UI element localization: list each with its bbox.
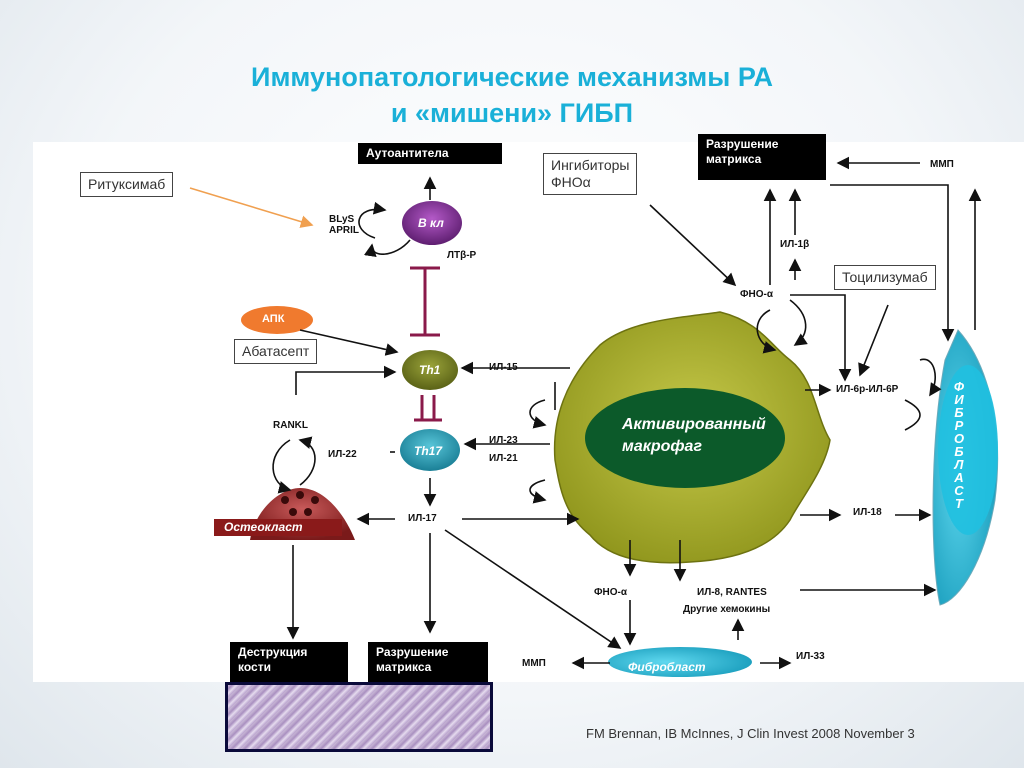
label-mmp-top: ММП <box>930 159 954 170</box>
fibroblast-letter: Р <box>954 418 964 433</box>
fibroblast-letter: А <box>954 470 964 485</box>
box-bone-destruction-line1: Деструкция <box>238 645 308 659</box>
osteoclast-label: Остеокласт <box>224 520 303 534</box>
fibroblast-small-label: Фибробласт <box>628 660 706 674</box>
label-il33: ИЛ-33 <box>796 651 825 662</box>
fibroblast-letter: И <box>954 392 964 407</box>
label-il21: ИЛ-21 <box>489 453 518 464</box>
drug-abatacept: Абатасепт <box>234 339 318 364</box>
drug-tnf-inhibitors-line1: Ингибиторы <box>551 157 630 173</box>
apc-label: АПК <box>262 313 285 325</box>
label-tnfa-top: ФНО-α <box>740 289 774 300</box>
fibroblast-letter: С <box>954 483 964 498</box>
macrophage-label: Активированный макрофаг <box>622 414 766 458</box>
box-matrix-destruction-top: Разрушение матрикса <box>698 134 826 180</box>
diagram-panel <box>33 142 1024 682</box>
title-line-1: Иммунопатологические механизмы РА <box>251 62 773 92</box>
fibroblast-letter: О <box>953 431 965 446</box>
drug-rituximab: Ритуксимаб <box>80 172 174 197</box>
fibroblast-letter: Ф <box>953 379 965 394</box>
label-il15: ИЛ-15 <box>489 362 518 373</box>
th17-label: Th17 <box>414 444 443 458</box>
tissue-micrograph <box>225 682 493 752</box>
b-cell-shape <box>402 201 462 245</box>
label-il18: ИЛ-18 <box>853 507 882 518</box>
label-il6: ИЛ-6р-ИЛ-6Р <box>836 384 899 395</box>
box-matrix-destruction-top-line2: матрикса <box>706 152 762 166</box>
macrophage-core <box>585 388 785 488</box>
box-matrix-destruction-bottom: Разрушение матрикса <box>368 642 488 684</box>
fibroblast-small-shape <box>608 647 752 677</box>
label-il8-rantes: ИЛ-8, RANTES <box>697 587 767 598</box>
fibroblast-letter: Б <box>954 444 964 459</box>
th1-cell-shape <box>402 350 458 390</box>
apc-shape <box>241 306 313 334</box>
drug-tnf-inhibitors: Ингибиторы ФНОα <box>543 153 638 195</box>
label-chemokines: Другие хемокины <box>683 604 771 615</box>
box-bone-destruction-line2: кости <box>238 660 271 674</box>
th17-cell-shape <box>400 429 460 471</box>
fibroblast-letter: Б <box>954 405 964 420</box>
label-mmp-bottom: ММП <box>522 658 546 669</box>
box-matrix-destruction-top-line1: Разрушение <box>706 137 779 151</box>
label-april: APRIL <box>329 225 359 236</box>
box-matrix-destruction-bottom-line2: матрикса <box>376 660 432 674</box>
label-blys: BLyS <box>329 214 355 225</box>
fibroblast-letter: Т <box>955 496 963 511</box>
label-il1b: ИЛ-1β <box>780 239 810 250</box>
fibroblast-large-label: Ф И Б Р О Б Л А С Т <box>950 380 968 510</box>
box-matrix-destruction-bottom-line1: Разрушение <box>376 645 449 659</box>
fibroblast-nucleus <box>938 365 998 535</box>
label-ltb-r: ЛТβ-Р <box>447 250 477 261</box>
label-il17: ИЛ-17 <box>408 513 437 524</box>
citation: FM Brennan, IB McInnes, J Clin Invest 20… <box>586 726 915 741</box>
macrophage-label-line1: Активированный <box>622 416 766 433</box>
box-bone-destruction: Деструкция кости <box>230 642 348 686</box>
fibroblast-letter: Л <box>954 457 964 472</box>
label-il23: ИЛ-23 <box>489 435 518 446</box>
macrophage-label-line2: макрофаг <box>622 438 702 455</box>
label-rankl: RANKL <box>273 420 308 431</box>
label-il22: ИЛ-22 <box>328 449 357 460</box>
osteoclast-label-bg <box>214 519 342 536</box>
th1-label: Th1 <box>419 363 441 377</box>
box-autoantibodies: Аутоантитела <box>358 143 502 164</box>
b-cell-label: B кл <box>418 216 444 230</box>
drug-tnf-inhibitors-line2: ФНОα <box>551 174 591 190</box>
drug-tocilizumab: Тоцилизумаб <box>834 265 936 290</box>
label-tnfa-bottom: ФНО-α <box>594 587 628 598</box>
title-line-2: и «мишени» ГИБП <box>390 98 634 128</box>
